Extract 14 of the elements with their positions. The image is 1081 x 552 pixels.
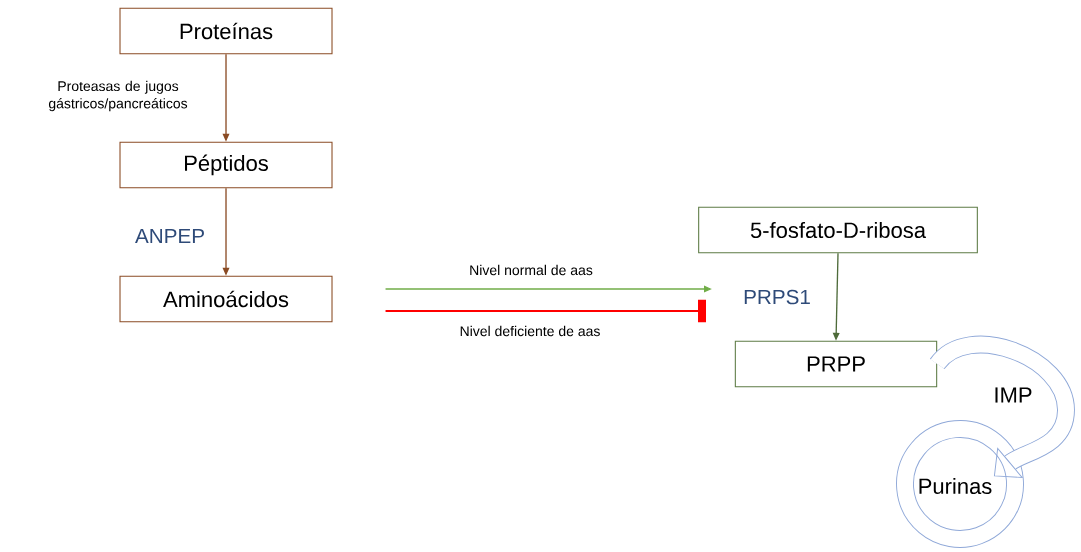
process-box: Péptidos	[119, 141, 333, 189]
edge-label: Nivel normal de aas	[470, 264, 593, 276]
curved-band-arrow	[930, 335, 1075, 478]
arrow	[385, 299, 706, 323]
edge-label: PRPS1	[744, 289, 810, 305]
process-box: 5-fosfato-D-ribosa	[698, 206, 978, 254]
process-box: Aminoácidos	[119, 275, 333, 323]
edge-label: Proteasas de jugos gástricos/pancreáticos	[48, 80, 188, 112]
node-text: Purinas	[919, 477, 992, 495]
process-box: PRPP	[734, 340, 938, 388]
label-text: IMP	[995, 387, 1032, 403]
process-box: Proteínas	[119, 7, 333, 55]
edge-label: Nivel deficiente de aas	[460, 325, 600, 337]
edge-label: ANPEP	[135, 228, 204, 244]
